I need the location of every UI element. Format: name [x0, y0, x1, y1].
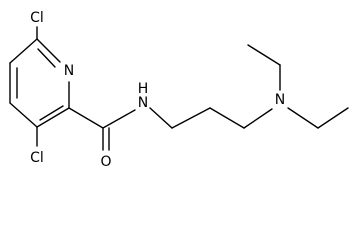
bond-nh-ch2-1 — [149, 107, 173, 129]
bond-ethyl-right-ch3 — [317, 107, 349, 129]
bond-ch2-2-ch2-3 — [209, 107, 245, 129]
bond-lines — [9, 26, 349, 151]
tertiary-amine-nitrogen-label: N — [275, 92, 285, 108]
bond-c2-carbonyl — [68, 107, 104, 129]
bond-n-ethyl-right-ch2 — [287, 107, 319, 129]
bond-ethyl-top-ch3 — [247, 44, 281, 66]
bond-n1-c6 — [36, 38, 61, 63]
chlorine-top-label: Cl — [30, 10, 44, 26]
bond-n1-c6-inner — [37, 48, 56, 68]
amide-hydrogen-label: H — [138, 81, 149, 97]
bond-carbonyl-nh — [102, 109, 136, 129]
bond-ch2-1-ch2-2 — [171, 107, 211, 129]
bond-c3-c2-inner — [39, 105, 64, 121]
chemical-structure-diagram: Cl N Cl O N H N — [9, 10, 349, 170]
chlorine-bottom-label: Cl — [30, 150, 44, 166]
pyridine-nitrogen-label: N — [64, 63, 74, 79]
bond-c3-c2 — [36, 107, 70, 128]
carbonyl-oxygen-label: O — [100, 154, 111, 170]
bond-c6-c5 — [9, 38, 38, 64]
atom-labels: Cl N Cl O N H N — [30, 10, 285, 170]
amide-nitrogen-label: N — [138, 95, 148, 111]
bond-ch2-3-n — [243, 108, 273, 129]
bond-c4-c3 — [9, 102, 38, 128]
